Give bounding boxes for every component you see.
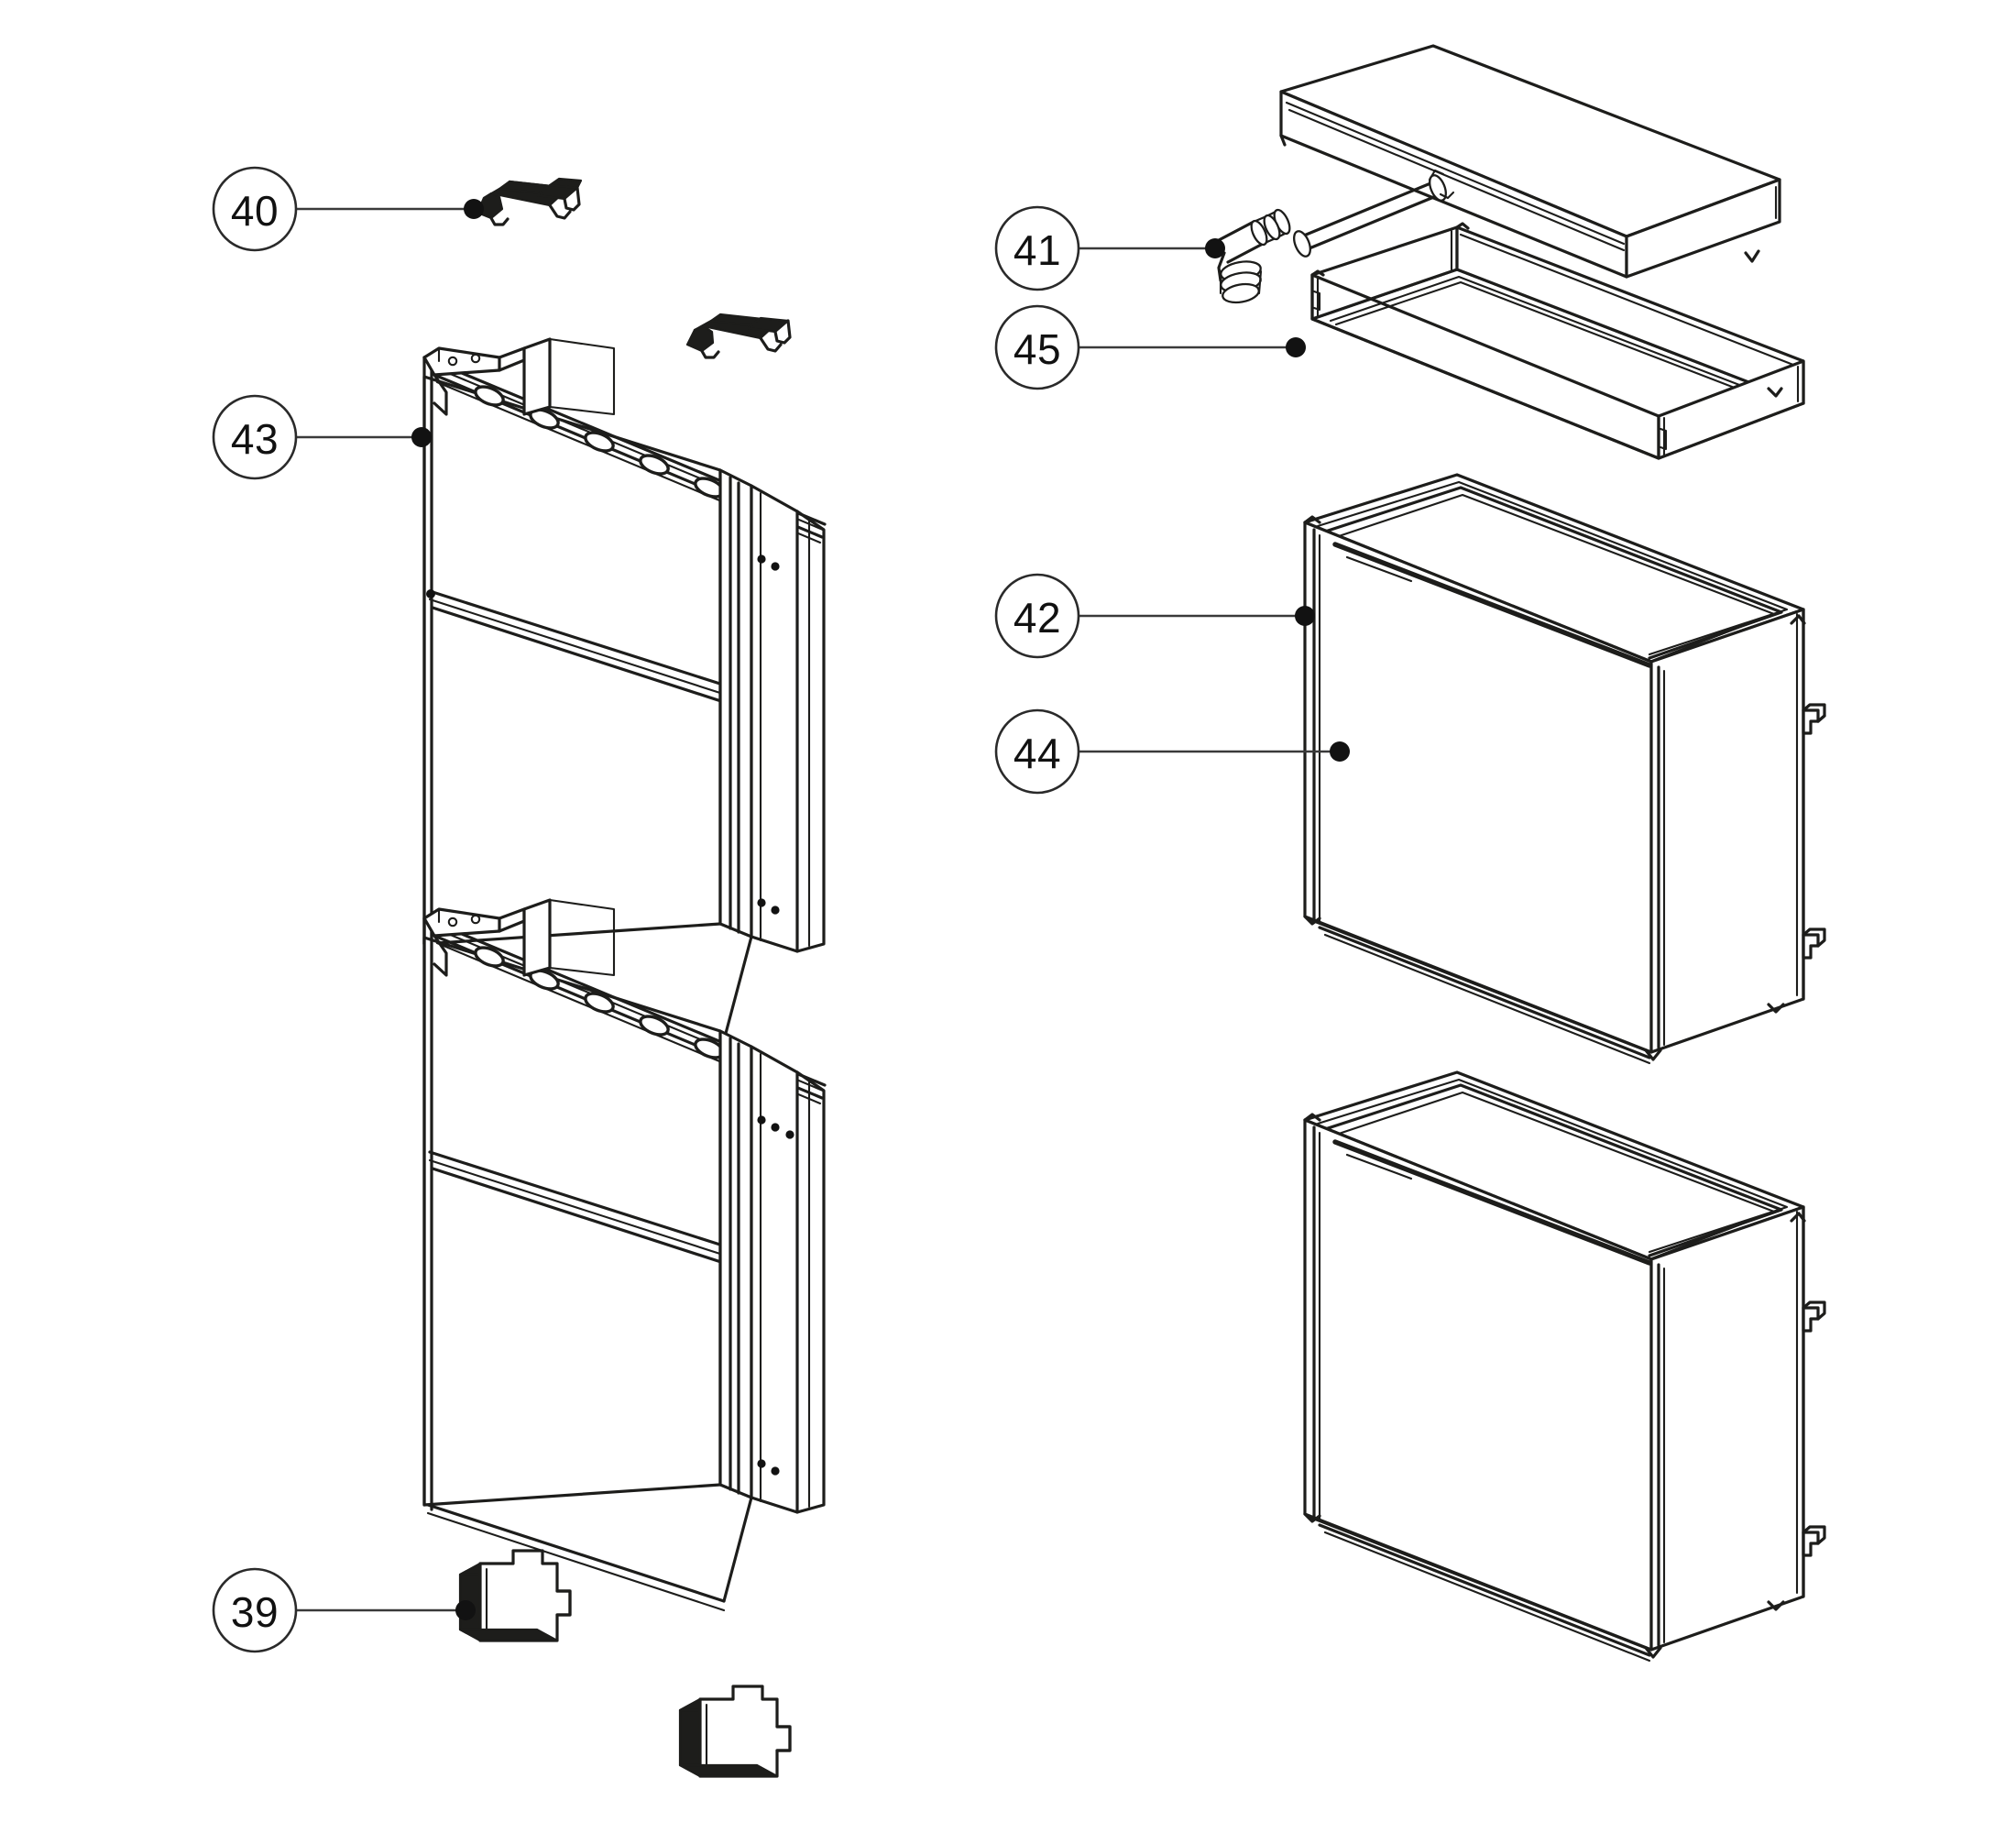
leader-dot-39 <box>455 1600 476 1620</box>
callout-41[interactable]: 41 <box>994 205 1225 291</box>
part-lower-clip-bracket-2 <box>678 1685 792 1778</box>
part-shallow-tray-pan <box>1310 222 1805 460</box>
balloon-number-39: 39 <box>231 1588 279 1636</box>
callout-39[interactable]: 39 <box>212 1567 476 1653</box>
balloon-number-43: 43 <box>231 415 279 463</box>
part-upper-clip-bracket <box>476 177 583 226</box>
leader-dot-40 <box>464 199 484 219</box>
balloon-circle-44[interactable] <box>994 708 1080 795</box>
leader-dot-44 <box>1330 741 1350 762</box>
leader-dot-41 <box>1205 238 1225 258</box>
balloon-number-45: 45 <box>1013 325 1061 373</box>
callout-44[interactable]: 44 <box>994 708 1350 795</box>
balloon-circle-39[interactable] <box>212 1567 298 1653</box>
balloon-number-44: 44 <box>1013 730 1061 777</box>
balloon-number-40: 40 <box>231 187 279 235</box>
part-top-cover-panel <box>1279 44 1781 279</box>
part-lower-clip-bracket <box>458 1549 572 1642</box>
part-elbow-fitting <box>1217 208 1291 304</box>
callout-43[interactable]: 43 <box>212 394 432 480</box>
balloon-circle-42[interactable] <box>994 573 1080 659</box>
part-lower-cabinet-body <box>1303 1070 1826 1663</box>
balloon-circle-43[interactable] <box>212 394 298 480</box>
callout-42[interactable]: 42 <box>994 573 1315 659</box>
leader-dot-42 <box>1295 606 1315 626</box>
balloon-number-42: 42 <box>1013 594 1061 642</box>
balloon-circle-41[interactable] <box>994 205 1080 291</box>
balloon-circle-45[interactable] <box>994 304 1080 390</box>
part-upper-door-frame-panel <box>422 337 827 1051</box>
balloon-number-41: 41 <box>1013 226 1061 274</box>
leader-dot-43 <box>411 427 432 447</box>
callout-45[interactable]: 45 <box>994 304 1306 390</box>
part-upper-clip-bracket-2 <box>685 313 792 359</box>
part-lower-door-frame-panel <box>422 898 827 1612</box>
balloon-circle-40[interactable] <box>212 166 298 252</box>
part-upper-cabinet-body <box>1303 473 1826 1065</box>
leader-dot-45 <box>1286 337 1306 357</box>
callout-40[interactable]: 40 <box>212 166 484 252</box>
